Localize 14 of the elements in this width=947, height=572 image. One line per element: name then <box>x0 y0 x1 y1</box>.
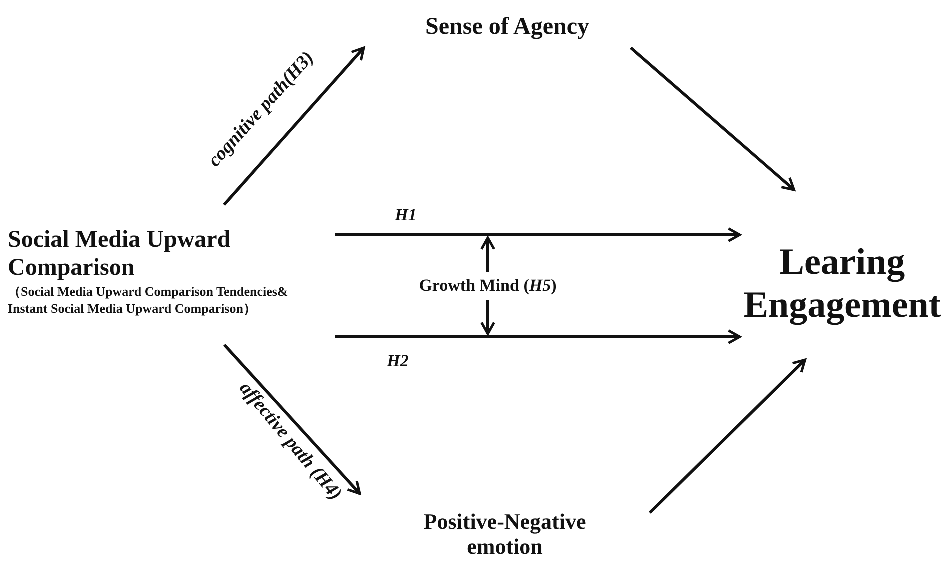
node-title: Learing Engagement <box>742 242 942 328</box>
arrow <box>223 344 362 496</box>
node-title: Sense of Agency <box>426 14 590 42</box>
node-title: Social Media Upward Comparison <box>8 227 232 282</box>
node-subtitle: （Social Media Upward Comparison Tendencies& Instant Social Media Upward Comparison） <box>8 284 290 318</box>
arrow <box>480 300 496 336</box>
arrow <box>630 46 796 192</box>
arrow <box>335 330 742 344</box>
arrow <box>648 358 806 514</box>
arrow <box>335 228 742 242</box>
node-title: Positive-Negative emotion <box>422 508 588 560</box>
node-title: Growth Mind (H5) <box>419 276 557 296</box>
arrow <box>480 236 496 272</box>
arrow <box>223 46 366 206</box>
